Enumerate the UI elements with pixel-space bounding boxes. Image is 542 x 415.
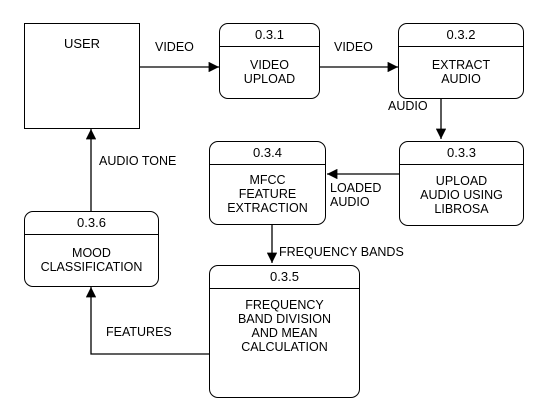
process-number: 0.3.5 <box>210 266 359 289</box>
process-upload-audio-librosa: 0.3.3 UPLOAD AUDIO USING LIBROSA <box>399 141 524 226</box>
flow-label-mfcc-to-frequency-band: FREQUENCY BANDS <box>279 245 404 259</box>
process-number: 0.3.3 <box>400 142 523 165</box>
process-label: EXTRACT AUDIO <box>431 58 491 86</box>
flow-label-upload-audio-to-mfcc: LOADED AUDIO <box>330 181 382 209</box>
flow-label-user-to-video-upload: VIDEO <box>155 40 194 54</box>
process-extract-audio: 0.3.2 EXTRACT AUDIO <box>398 23 524 99</box>
flow-label-video-upload-to-extract-audio: VIDEO <box>334 40 373 54</box>
user-entity-label: USER <box>63 36 101 51</box>
process-frequency-band-division: 0.3.5 FREQUENCY BAND DIVISION AND MEAN C… <box>209 265 360 398</box>
arrow-frequency-band-to-mood <box>85 287 209 355</box>
process-label: MOOD CLASSIFICATION <box>40 246 143 274</box>
process-label: UPLOAD AUDIO USING LIBROSA <box>420 173 503 216</box>
process-number: 0.3.1 <box>220 24 319 47</box>
process-label: MFCC FEATURE EXTRACTION <box>227 173 308 215</box>
process-number: 0.3.6 <box>25 212 158 235</box>
process-number: 0.3.4 <box>210 142 325 165</box>
process-label: VIDEO UPLOAD <box>243 58 296 86</box>
process-label: FREQUENCY BAND DIVISION AND MEAN CALCULA… <box>237 298 332 354</box>
flow-label-extract-audio-to-upload-audio: AUDIO <box>388 99 428 113</box>
process-video-upload: 0.3.1 VIDEO UPLOAD <box>219 23 320 99</box>
process-mood-classification: 0.3.6 MOOD CLASSIFICATION <box>24 211 159 287</box>
process-number: 0.3.2 <box>399 24 523 47</box>
flow-label-mood-to-user: AUDIO TONE <box>99 154 177 168</box>
process-mfcc-feature-extraction: 0.3.4 MFCC FEATURE EXTRACTION <box>209 141 326 225</box>
user-entity: USER <box>24 23 140 129</box>
flow-label-frequency-band-to-mood: FEATURES <box>106 325 172 339</box>
